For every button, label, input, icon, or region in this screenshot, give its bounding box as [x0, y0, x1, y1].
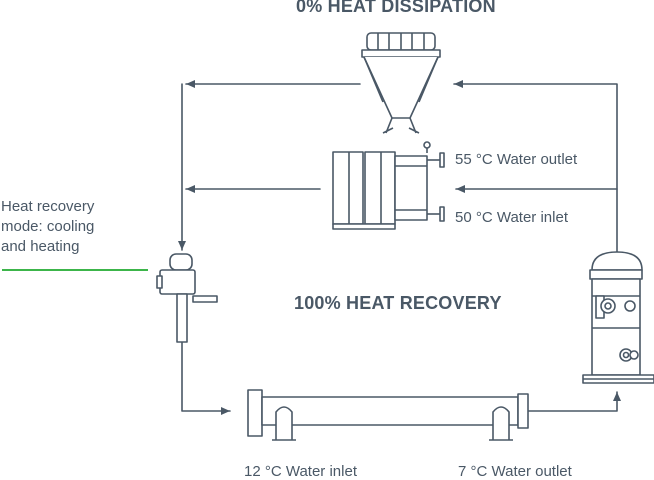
label-cold-water-inlet: 12 °C Water inlet: [244, 463, 357, 480]
label-hot-water-inlet: 50 °C Water inlet: [455, 209, 568, 226]
heat-exchanger-unit: [332, 141, 445, 230]
mode-label-line-3: and heating: [1, 238, 80, 255]
flow-line-valve-to-evaporator: [181, 341, 231, 415]
flow-line-compressor-to-condenser: [453, 80, 618, 253]
mode-label-line-1: Heat recovery: [1, 198, 95, 215]
mode-label: Heat recovery mode: cooling and heating: [1, 197, 151, 257]
title-heat-recovery: 100% HEAT RECOVERY: [294, 293, 502, 313]
label-hot-water-outlet: 55 °C Water outlet: [455, 151, 578, 168]
expansion-valve: [156, 253, 218, 343]
mode-label-line-2: mode: cooling: [1, 218, 95, 235]
condenser-unit: [361, 32, 441, 134]
compressor-unit: [582, 251, 654, 384]
evaporator-unit: [247, 389, 529, 441]
flow-line-evaporator-to-compressor: [527, 391, 621, 412]
title-heat-dissipation: 0% HEAT DISSIPATION: [296, 0, 496, 16]
label-cold-water-outlet: 7 °C Water outlet: [458, 463, 572, 480]
